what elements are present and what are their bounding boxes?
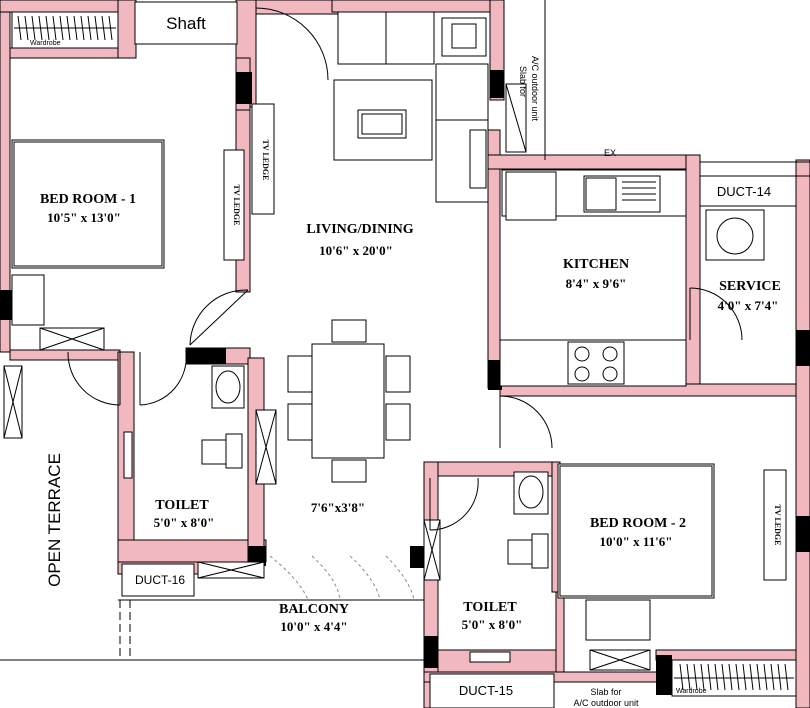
hanger-stroke [770, 663, 775, 691]
hanger-stroke [108, 15, 113, 41]
bed-1 [11, 139, 165, 269]
wardrobe-label-bottom: Wardrobe [676, 688, 707, 695]
hanger-stroke [728, 663, 733, 691]
hanger-stroke [66, 15, 71, 41]
toilet1-door [67, 351, 187, 406]
duct15-label: DUCT-15 [459, 683, 513, 698]
hanger-stroke [52, 15, 57, 41]
living-size: 10'6" x 20'0" [319, 243, 393, 258]
toilet2-fixtures [507, 471, 549, 569]
service-door [689, 287, 743, 341]
hanger-stroke [763, 663, 768, 691]
hanger-stroke [679, 663, 684, 691]
side-table [11, 274, 45, 326]
hanger-stroke [714, 663, 719, 691]
hanger-stroke [94, 15, 99, 41]
main-door [255, 7, 329, 81]
duct-14 [699, 175, 797, 207]
bedroom1-door [189, 289, 249, 346]
living-name: LIVING/DINING [306, 222, 413, 237]
sink-drainer [622, 181, 656, 201]
service-name: SERVICE [719, 279, 781, 294]
toilet1-fixtures [123, 365, 277, 485]
hanger-stroke [80, 15, 85, 41]
hanger-stroke [45, 15, 50, 41]
hanger-stroke [31, 15, 36, 41]
hanger-stroke [17, 15, 22, 41]
tv-ledge-2 [251, 103, 275, 215]
hanger-stroke [59, 15, 64, 41]
bedroom1-size: 10'5" x 13'0" [47, 210, 121, 225]
window-bed1 [39, 327, 105, 351]
tv-ledge-label-3: TV LEDGE [773, 505, 782, 546]
bedroom1-name: BED ROOM - 1 [40, 192, 136, 207]
toilet2-window [469, 651, 511, 663]
hanger-stroke [38, 15, 43, 41]
balcony-doors [197, 519, 441, 581]
hanger-stroke [24, 15, 29, 41]
duct16-label: DUCT-16 [135, 573, 185, 587]
kitchen-door [499, 395, 553, 449]
tv-ledge-1 [223, 149, 245, 261]
hanger-stroke [87, 15, 92, 41]
tv-ledge-3 [763, 469, 787, 581]
wardrobe-label-top: Wardrobe [30, 40, 61, 47]
window-bed2 [589, 649, 651, 671]
bedroom2-name: BED ROOM - 2 [590, 516, 686, 531]
toilet1-size: 5'0" x 8'0" [154, 515, 215, 530]
toilet2-name: TOILET [463, 600, 517, 615]
hanger-stroke [101, 15, 106, 41]
wardrobe-bottom [671, 659, 797, 697]
kitchen-size: 8'4" x 9'6" [566, 276, 627, 291]
ac-slab-bottom-line2: A/C outdoor unit [573, 698, 639, 708]
washing-machine [705, 209, 765, 261]
kitchen-name: KITCHEN [563, 257, 629, 272]
hanger-stroke [700, 663, 705, 691]
toilet1-name: TOILET [155, 498, 209, 513]
hanger-stroke [742, 663, 747, 691]
hanger-stroke [777, 663, 782, 691]
tv-ledge-label-1: TV LEDGE [232, 185, 241, 226]
hanger-stroke [73, 15, 78, 41]
terrace-name: OPEN TERRACE [45, 453, 64, 587]
duct-16 [121, 563, 195, 597]
tv-ledge-label-2: TV LEDGE [261, 140, 270, 181]
hanger-stroke [686, 663, 691, 691]
duct-15 [429, 673, 555, 708]
bedroom2-size: 10'0" x 11'6" [600, 534, 673, 549]
ac-slab-top-line2: A/C outdoor unit [530, 56, 540, 122]
toilet2-door [429, 477, 479, 531]
shaft [134, 1, 238, 45]
hanger-stroke [749, 663, 754, 691]
ac-slab-top-line1: Slab for [518, 66, 528, 97]
hanger-stroke [735, 663, 740, 691]
hanger-stroke [693, 663, 698, 691]
sliding-door [269, 555, 415, 601]
passage-size: 7'6"x3'8" [311, 500, 365, 515]
columns [0, 70, 810, 695]
dining-table [287, 319, 411, 483]
ac-slab-top [505, 83, 527, 153]
sofa [333, 11, 489, 203]
hanger-stroke [784, 663, 789, 691]
hanger-stroke [721, 663, 726, 691]
balcony-name: BALCONY [279, 602, 349, 617]
shaft-label: Shaft [166, 14, 206, 33]
toilet2-size: 5'0" x 8'0" [462, 617, 523, 632]
service-size: 4'0" x 7'4" [718, 298, 779, 313]
bed-2 [557, 463, 715, 599]
balcony-size: 10'0" x 4'4" [280, 619, 347, 634]
duct14-label: DUCT-14 [717, 184, 771, 199]
bedroom2-side-table [585, 599, 651, 641]
wardrobe-top [11, 11, 119, 49]
ac-slab-bottom-line1: Slab for [590, 687, 621, 697]
hanger-stroke [707, 663, 712, 691]
exhaust-label: EX [604, 148, 616, 158]
hanger-stroke [756, 663, 761, 691]
